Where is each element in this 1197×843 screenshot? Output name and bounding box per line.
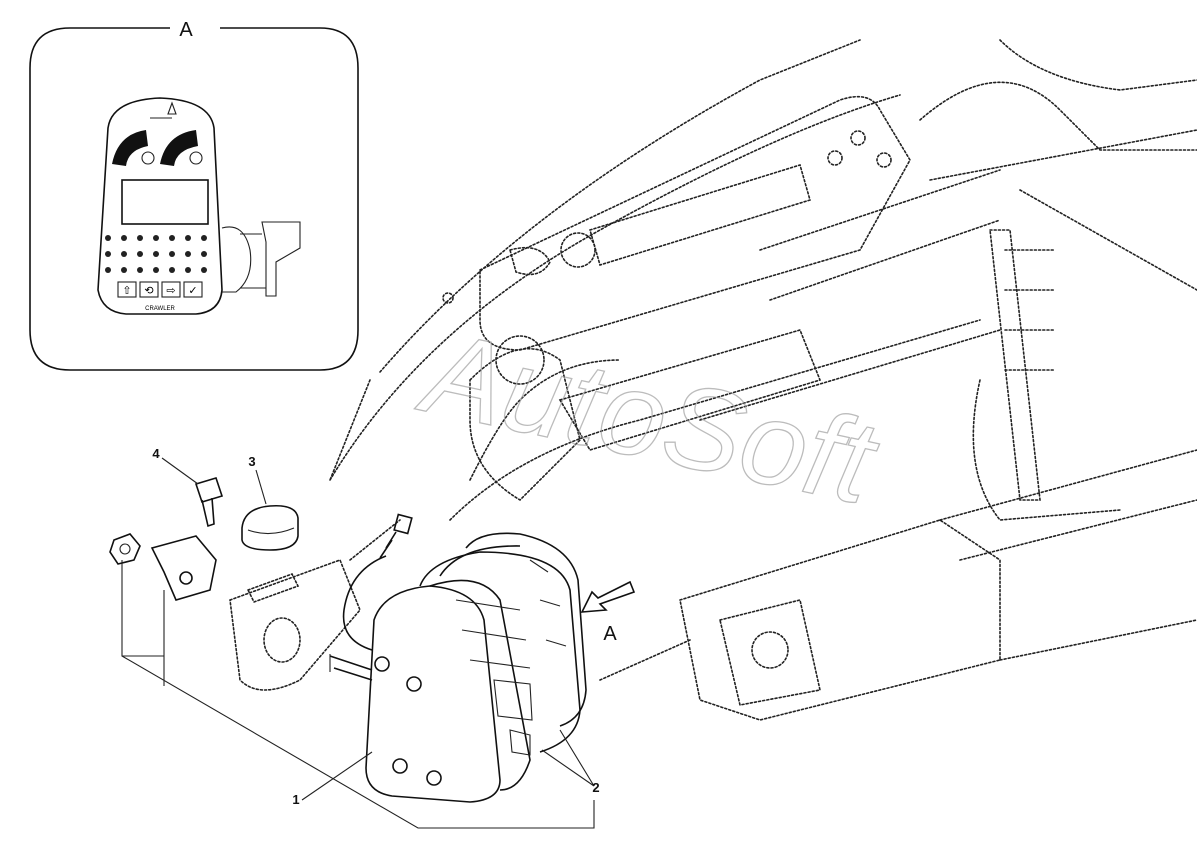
part-2-cover [419,532,587,756]
keypad-key-1: ⇧ [122,285,131,297]
mounting-support [229,519,401,691]
callout-3: 3 [248,454,255,469]
detail-view-a: A [29,19,359,371]
callout-4: 4 [152,446,160,461]
keypad-key-4: ✓ [188,285,197,297]
keypad-key-3: ⇨ [166,285,175,297]
callout-1: 1 [292,792,299,807]
part-4-bolt [194,477,224,528]
indicator-icons [105,235,207,273]
detail-view-label: A [179,19,193,41]
view-arrow-label: A [603,623,617,645]
leader-lines [121,457,595,829]
part-3-plug [241,504,299,551]
gauge-left [112,130,148,166]
monitor-keypad: ⇧ ⟲ ⇨ ✓ [117,281,203,298]
callout-2: 2 [592,780,599,795]
cab-background [329,39,1197,721]
gauge-right [160,130,198,166]
view-direction-arrow: A [580,580,636,645]
part-1-monitor [329,513,531,803]
monitor-brand-text: CRAWLER [145,306,175,312]
keypad-key-2: ⟲ [144,285,153,297]
watermark: AutoSoft [409,305,889,530]
nut [109,533,141,565]
monitor-front-view: ⇧ ⟲ ⇨ ✓ CRAWLER [97,97,301,315]
mounting-bracket [150,535,217,601]
monitor-display [121,179,209,225]
